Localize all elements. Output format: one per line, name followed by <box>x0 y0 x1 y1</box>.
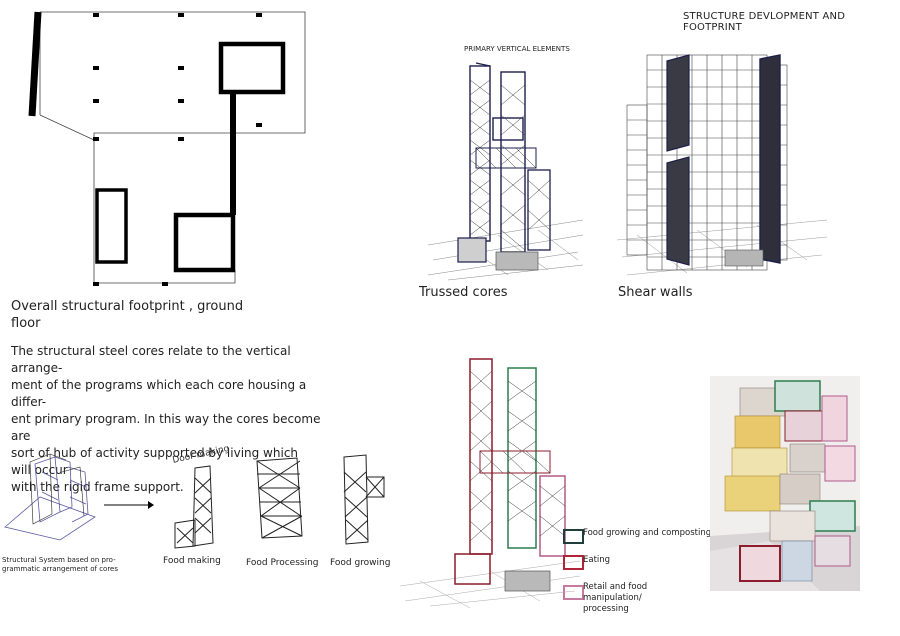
description-line: ent primary program. In this way the cor… <box>11 412 321 443</box>
trussed-cores-label: Trussed cores <box>419 285 508 300</box>
food-processing-caption: Food Processing <box>246 558 319 568</box>
structural-system-sketch <box>4 453 96 541</box>
page-title: STRUCTURE DEVLOPMENT AND FOOTPRINT <box>683 11 846 33</box>
description-line: The structural steel cores relate to the… <box>11 344 291 375</box>
legend-label-food-growing: Food growing and composting <box>583 528 712 538</box>
food-growing-sketch <box>343 454 385 545</box>
food-making-sketch: Door making <box>172 444 230 549</box>
food-making-caption: Food making <box>163 556 221 566</box>
footprint-caption: Overall structural footprint , ground fl… <box>11 298 243 332</box>
footprint-caption-line2: floor <box>11 316 41 331</box>
legend-label-eating: Eating <box>583 555 611 565</box>
structural-system-caption: Structural System based on pro- grammati… <box>2 556 118 574</box>
shear-walls-label: Shear walls <box>618 285 693 300</box>
legend-label-retail-line1: Retail and food manipulation/ <box>583 582 648 603</box>
arrow-connector <box>104 500 154 510</box>
legend-label-retail-line2: processing <box>583 604 629 614</box>
food-processing-sketch <box>256 457 303 539</box>
shear-walls-drawing <box>616 54 828 276</box>
scribble-text: Door making <box>172 444 231 466</box>
footprint-caption-line1: Overall structural footprint , ground <box>11 299 244 314</box>
description-line: with the rigid frame support. <box>11 480 184 494</box>
trussed-cores-drawing <box>427 62 584 281</box>
food-growing-caption: Food growing <box>330 558 391 568</box>
system-caption-line2: grammatic arrangement of cores <box>2 565 119 573</box>
legend: Food growing and composting Eating Retai… <box>563 527 711 614</box>
physical-model-photo <box>710 376 860 591</box>
vertical-elements-title: PRIMARY VERTICAL ELEMENTS <box>464 45 570 53</box>
description-paragraph: The structural steel cores relate to the… <box>11 343 321 496</box>
legend-swatch-retail <box>563 585 584 600</box>
description-line: ment of the programs which each core hou… <box>11 378 307 409</box>
description-line: sort of hub of activity supported by liv… <box>11 446 299 477</box>
program-cores-drawing <box>399 358 581 609</box>
legend-swatch-eating <box>563 555 584 570</box>
legend-label-retail: Retail and food manipulation/ processing <box>583 582 703 615</box>
system-caption-line1: Structural System based on pro- <box>2 556 116 564</box>
legend-swatch-food-growing <box>563 529 584 544</box>
footprint-plan <box>28 11 306 286</box>
